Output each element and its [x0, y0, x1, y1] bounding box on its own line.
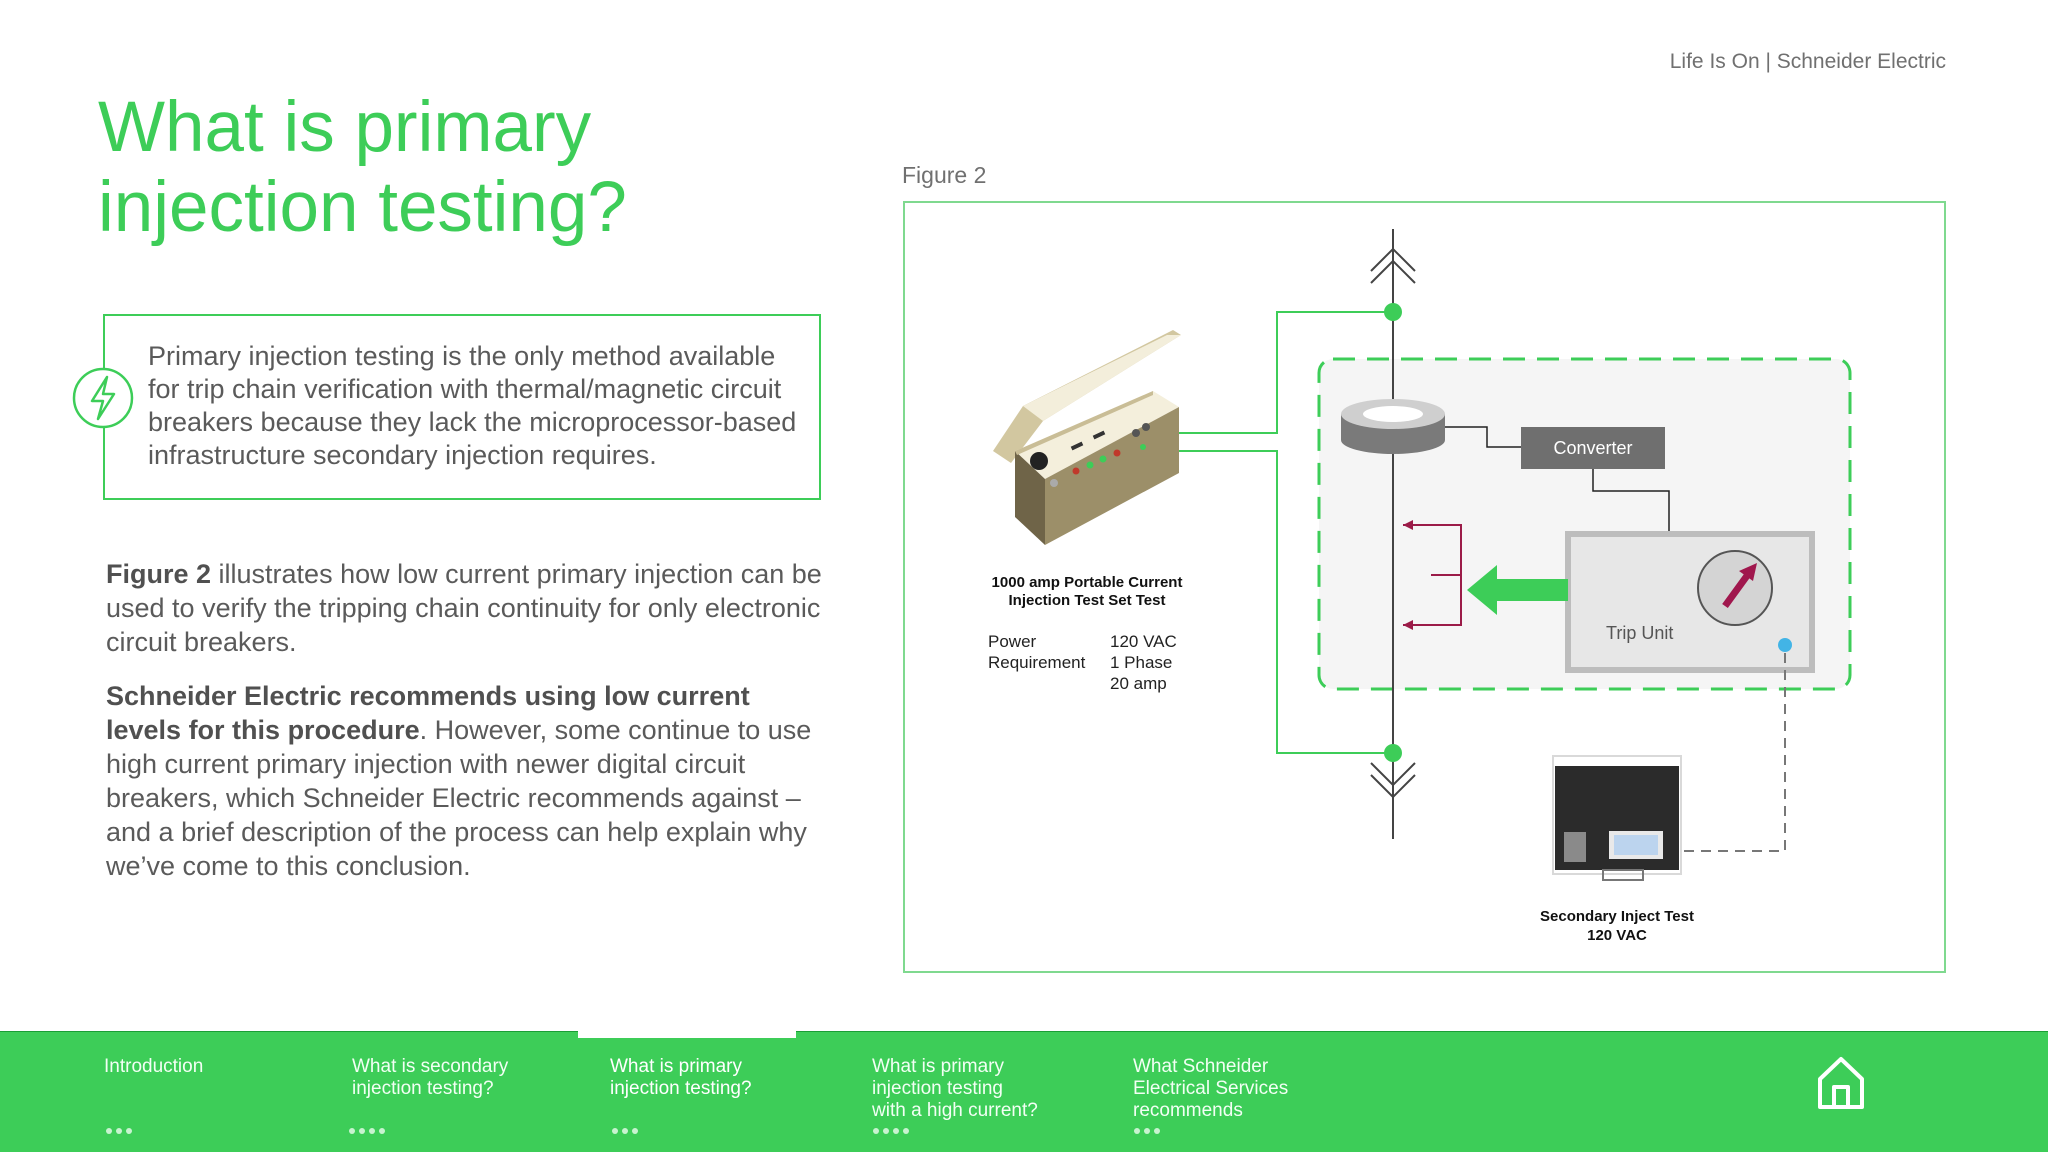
bottom-nav [0, 1032, 2048, 1152]
nav-dot [1154, 1128, 1160, 1134]
test-lead-bottom [1136, 450, 1393, 754]
body-paragraph-1-text: illustrates how low current primary inje… [106, 559, 822, 657]
nav-dot [612, 1128, 618, 1134]
nav-item-label: injection testing [872, 1078, 1003, 1099]
figure-ref: Figure 2 [106, 559, 212, 589]
nav-dots-high-current [873, 1128, 909, 1134]
nav-item-label: What is primary [872, 1056, 1004, 1077]
nav-item-label: recommends [1133, 1100, 1243, 1121]
test-lead-top [1136, 311, 1393, 434]
bottom-arrow-icon [1370, 762, 1416, 799]
test-set-box-icon [993, 330, 1181, 545]
nav-item-label: with a high current? [872, 1100, 1038, 1121]
nav-dot [116, 1128, 122, 1134]
nav-active-indicator [578, 1030, 796, 1038]
nav-dot [903, 1128, 909, 1134]
body-paragraph-2: Schneider Electric recommends using low … [106, 679, 826, 883]
page-title-line1: What is primary [98, 88, 592, 167]
callout-box: Primary injection testing is the only me… [103, 314, 821, 500]
nav-item-high-current[interactable]: What is primary injection testing with a… [872, 1056, 1038, 1122]
current-sensor-icon [1341, 399, 1445, 454]
nav-item-label: Electrical Services [1133, 1078, 1289, 1099]
top-arrow-icon [1370, 247, 1416, 284]
nav-dot [632, 1128, 638, 1134]
connection-point-bottom [1384, 744, 1402, 762]
nav-dot [1144, 1128, 1150, 1134]
indicator-dot [1778, 638, 1792, 652]
brand-label: Life Is On | Schneider Electric [1669, 50, 1946, 73]
nav-dot [106, 1128, 112, 1134]
nav-item-label: Introduction [104, 1056, 204, 1077]
nav-item-label: injection testing? [352, 1078, 494, 1099]
nav-item-label: injection testing? [610, 1078, 752, 1099]
power-label-2: Requirement [988, 653, 1086, 672]
recommendation-bold: Schneider Electric recommends using low … [106, 681, 750, 745]
page-title-line2: injection testing? [98, 168, 627, 247]
nav-dot [379, 1128, 385, 1134]
nav-item-label: What is primary [610, 1056, 742, 1077]
trip-unit-label: Trip Unit [1606, 623, 1673, 643]
secondary-test-set-icon [1552, 755, 1682, 881]
nav-item-label: What is secondary [352, 1056, 509, 1077]
lightning-bolt-icon [72, 367, 134, 429]
nav-dot [873, 1128, 879, 1134]
nav-dot [622, 1128, 628, 1134]
converter-label: Converter [1553, 438, 1632, 458]
figure-label: Figure 2 [902, 162, 987, 188]
nav-item-recommends[interactable]: What Schneider Electrical Services recom… [1133, 1056, 1288, 1122]
nav-dots-secondary-injection [349, 1128, 385, 1134]
power-label-1: Power [988, 632, 1037, 651]
nav-dot [883, 1128, 889, 1134]
nav-dot [893, 1128, 899, 1134]
page-title: What is primary injection testing? [98, 88, 798, 248]
trip-unit-box [1565, 531, 1815, 673]
test-set-label-2: Injection Test Set Test [1009, 592, 1166, 609]
body-paragraph-2-text: . However, some continue to use high cur… [106, 715, 812, 881]
power-value-1: 120 VAC [1110, 632, 1177, 651]
nav-dots-recommends [1134, 1128, 1160, 1134]
trip-signal-arrow [1467, 565, 1568, 615]
nav-item-label: What Schneider [1133, 1056, 1269, 1077]
nav-item-primary-injection[interactable]: What is primary injection testing? [610, 1056, 752, 1100]
callout-text: Primary injection testing is the only me… [148, 341, 797, 470]
trip-gauge-icon [1697, 550, 1773, 626]
nav-dot [359, 1128, 365, 1134]
contact-arrows [1403, 524, 1462, 626]
connection-point-top [1384, 303, 1402, 321]
secondary-label-2: 120 VAC [1587, 927, 1647, 944]
nav-dots-introduction [106, 1128, 132, 1134]
primary-injection-diagram: Converter Trip Unit Secondary Inject Tes… [988, 229, 1852, 944]
converter-box [1521, 427, 1665, 469]
home-icon[interactable] [1816, 1055, 1866, 1111]
secondary-label-1: Secondary Inject Test [1540, 908, 1694, 925]
nav-item-introduction[interactable]: Introduction [104, 1056, 203, 1078]
power-value-3: 20 amp [1110, 674, 1167, 693]
nav-dot [349, 1128, 355, 1134]
nav-dot [1134, 1128, 1140, 1134]
nav-dots-primary-injection [612, 1128, 638, 1134]
nav-item-secondary-injection[interactable]: What is secondary injection testing? [352, 1056, 508, 1100]
nav-dot [369, 1128, 375, 1134]
test-set-label-1: 1000 amp Portable Current [992, 574, 1183, 591]
body-paragraph-1: Figure 2 illustrates how low current pri… [106, 557, 826, 659]
power-value-2: 1 Phase [1110, 653, 1172, 672]
nav-dot [126, 1128, 132, 1134]
